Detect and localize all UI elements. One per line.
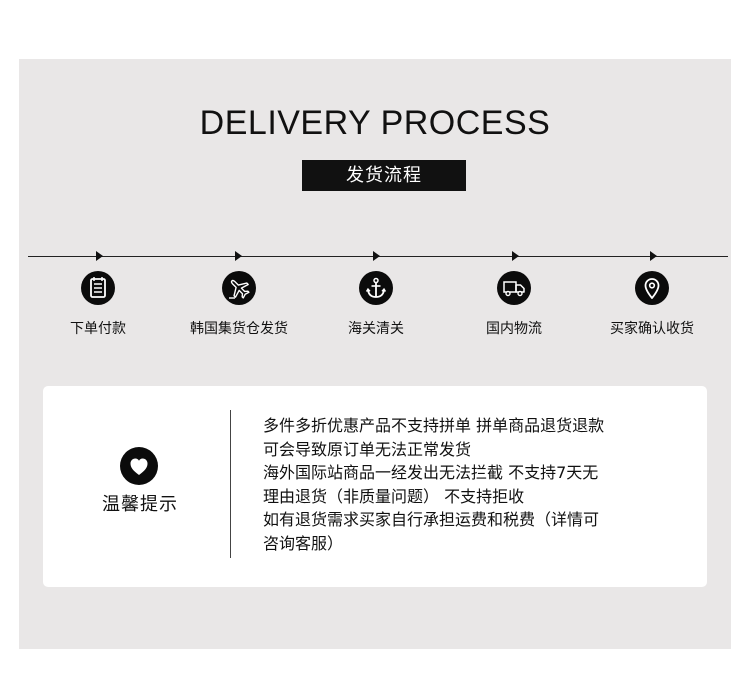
notice-line: 如有退货需求买家自行承担运费和税费（详情可 (263, 510, 600, 529)
notice-line: 理由退货（非质量问题） 不支持拒收 (263, 486, 525, 506)
page-subtitle-badge: 发货流程 (302, 160, 466, 191)
step-label-domestic-logistics: 国内物流 (486, 321, 542, 337)
timeline-arrow (96, 251, 103, 261)
page-title: DELIVERY PROCESS (199, 104, 551, 142)
location-pin-icon (635, 271, 669, 305)
notice-line: 海外国际站商品一经发出无法拦截 不支持7天无 (263, 463, 599, 482)
notice-line: 咨询客服） (263, 533, 344, 553)
airplane-icon (222, 271, 256, 305)
timeline-arrow (512, 251, 519, 261)
step-label-korea-warehouse-shipping: 韩国集货仓发货 (190, 321, 288, 337)
notice-divider (230, 410, 231, 558)
notice-text: 多件多折优惠产品不支持拼单 拼单商品退货退款 可会导致原订单无法正常发货 海外国… (263, 414, 693, 555)
notice-label: 温馨提示 (102, 494, 178, 515)
step-label-customs-clearance: 海关清关 (348, 321, 404, 337)
timeline-arrow (650, 251, 657, 261)
heart-icon (120, 447, 158, 485)
anchor-icon (359, 271, 393, 305)
timeline-arrow (235, 251, 242, 261)
truck-icon (497, 271, 531, 305)
step-label-order-payment: 下单付款 (70, 321, 126, 337)
step-label-buyer-confirm-receipt: 买家确认收货 (610, 321, 694, 337)
timeline-arrow (373, 251, 380, 261)
document-icon (81, 271, 115, 305)
notice-line: 多件多折优惠产品不支持拼单 拼单商品退货退款 (263, 416, 605, 435)
notice-line: 可会导致原订单无法正常发货 (263, 439, 472, 459)
notice-card (43, 386, 707, 587)
